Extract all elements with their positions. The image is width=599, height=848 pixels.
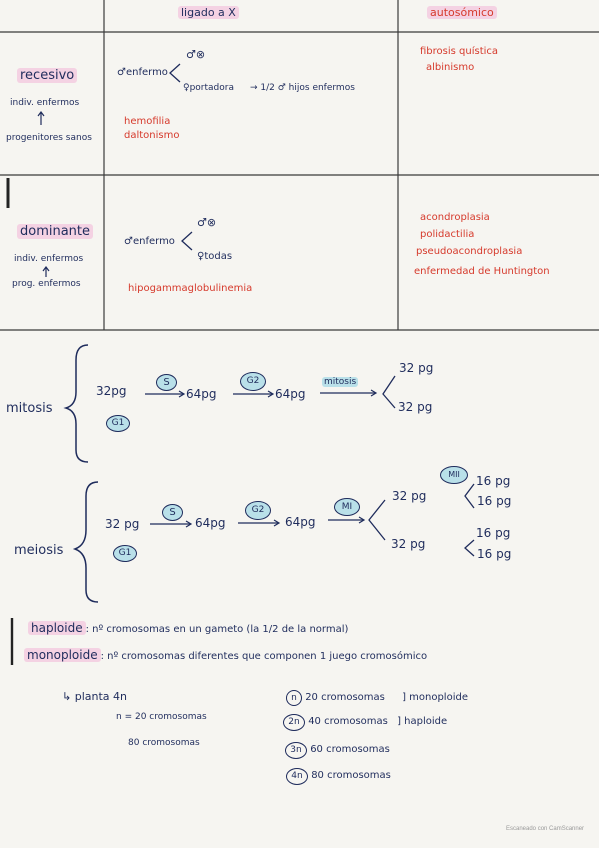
mitosis-after-s: 64pg bbox=[186, 387, 217, 401]
header-autosomico: autosómico bbox=[427, 6, 497, 19]
recesivo-note-1: indiv. enfermos bbox=[10, 98, 80, 108]
ploidy-text: 40 cromosomas bbox=[308, 716, 388, 727]
ploidy-text: 80 cromosomas bbox=[311, 770, 391, 781]
mitosis-out-2: 32 pg bbox=[398, 400, 433, 414]
meiosis-after-g2: 64pg bbox=[285, 515, 316, 529]
recesivo-portadora: ♀portadora bbox=[183, 83, 234, 93]
mitosis-brace bbox=[63, 344, 89, 463]
mitosis-out-1: 32 pg bbox=[399, 361, 434, 375]
x-recesivo-example-1: hemofilia bbox=[124, 116, 171, 127]
mitosis-g1-badge: G1 bbox=[106, 415, 130, 432]
meiosis-brace bbox=[72, 481, 99, 603]
header-ligado-x: ligado a X bbox=[178, 6, 239, 19]
mitosis-branch bbox=[382, 375, 396, 409]
x-dominante-example-1: hipogammaglobulinemia bbox=[128, 283, 253, 294]
mitosis-label: mitosis bbox=[6, 401, 53, 416]
meiosis-branch-3 bbox=[464, 539, 475, 557]
row-label-dominante: dominante bbox=[17, 224, 94, 239]
meiosis-out-1: 16 pg bbox=[476, 474, 511, 488]
auto-recesivo-example-2: albinismo bbox=[426, 62, 475, 73]
auto-recesivo-example-1: fibrosis quística bbox=[420, 46, 499, 57]
ploidy-text: 20 cromosomas bbox=[305, 692, 385, 703]
definition-monoploide: monoploide: nº cromosomas diferentes que… bbox=[24, 648, 427, 662]
meiosis-g2-badge: G2 bbox=[245, 501, 271, 520]
meiosis-m2-badge: MII bbox=[440, 466, 468, 484]
mitosis-s-badge: S bbox=[156, 374, 177, 391]
recesivo-male-affected: ♂⊗ bbox=[186, 48, 206, 61]
ploidy-row-3n: 3n 60 cromosomas bbox=[285, 742, 390, 759]
meiosis-mid-1: 32 pg bbox=[392, 489, 427, 503]
branch-recesivo bbox=[169, 63, 181, 83]
ploidy-text: 60 cromosomas bbox=[310, 744, 390, 755]
dominante-note-1: indiv. enfermos bbox=[14, 254, 84, 264]
recesivo-note-2: progenitores sanos bbox=[6, 133, 92, 143]
meiosis-after-s: 64pg bbox=[195, 516, 226, 530]
meiosis-branch-1 bbox=[368, 499, 386, 541]
branch-dominante bbox=[181, 231, 193, 251]
row-label-recesivo: recesivo bbox=[17, 68, 78, 83]
haploide-definition: : nº cromosomas en un gameto (la 1/2 de … bbox=[85, 624, 349, 635]
auto-dominante-example-2: polidactilia bbox=[420, 229, 475, 240]
example-planta: ↳ planta 4n bbox=[62, 690, 127, 703]
meiosis-m1-badge: MI bbox=[334, 498, 360, 516]
mitosis-after-g2: 64pg bbox=[275, 387, 306, 401]
dominante-enfermo: ♂enfermo bbox=[124, 236, 175, 247]
ploidy-tag: ] haploide bbox=[397, 716, 448, 727]
meiosis-out-3: 16 pg bbox=[476, 526, 511, 540]
auto-dominante-example-1: acondroplasia bbox=[420, 212, 490, 223]
example-total: 80 cromosomas bbox=[128, 738, 200, 748]
ploidy-badge: 4n bbox=[286, 768, 308, 785]
monoploide-definition: : nº cromosomas diferentes que componen … bbox=[100, 651, 428, 662]
meiosis-out-2: 16 pg bbox=[477, 494, 512, 508]
mitosis-mit-label: mitosis bbox=[322, 377, 359, 387]
scanner-watermark: Escaneado con CamScanner bbox=[506, 826, 585, 832]
meiosis-start: 32 pg bbox=[105, 517, 140, 531]
dominante-male-affected: ♂⊗ bbox=[197, 216, 217, 229]
meiosis-mid-2: 32 pg bbox=[391, 537, 426, 551]
definition-haploide: haploide: nº cromosomas en un gameto (la… bbox=[28, 621, 348, 635]
mitosis-g2-badge: G2 bbox=[240, 372, 266, 391]
meiosis-s-badge: S bbox=[162, 504, 183, 521]
ploidy-badge: 3n bbox=[285, 742, 307, 759]
meiosis-g1-badge: G1 bbox=[113, 545, 137, 562]
auto-dominante-example-4: enfermedad de Huntington bbox=[414, 266, 550, 277]
ploidy-tag: ] monoploide bbox=[402, 692, 468, 703]
example-n-equals: n = 20 cromosomas bbox=[116, 712, 207, 722]
meiosis-branch-2 bbox=[464, 483, 475, 509]
recesivo-result: → 1/2 ♂ hijos enfermos bbox=[250, 83, 355, 93]
monoploide-term: monoploide bbox=[24, 648, 101, 662]
dominante-todas: ♀todas bbox=[197, 251, 233, 262]
mitosis-start: 32pg bbox=[96, 384, 127, 398]
meiosis-label: meiosis bbox=[14, 543, 64, 558]
ploidy-badge: 2n bbox=[283, 714, 305, 731]
recesivo-enfermo: ♂enfermo bbox=[117, 67, 168, 78]
auto-dominante-example-3: pseudoacondroplasia bbox=[416, 246, 523, 257]
ploidy-row-4n: 4n 80 cromosomas bbox=[286, 768, 391, 785]
meiosis-out-4: 16 pg bbox=[477, 547, 512, 561]
ploidy-badge: n bbox=[286, 690, 302, 706]
ploidy-row-n: n 20 cromosomas ] monoploide bbox=[286, 690, 468, 706]
dominante-note-2: prog. enfermos bbox=[12, 279, 81, 289]
ploidy-row-2n: 2n 40 cromosomas ] haploide bbox=[283, 714, 447, 731]
x-recesivo-example-2: daltonismo bbox=[124, 130, 180, 141]
haploide-term: haploide bbox=[28, 621, 86, 635]
